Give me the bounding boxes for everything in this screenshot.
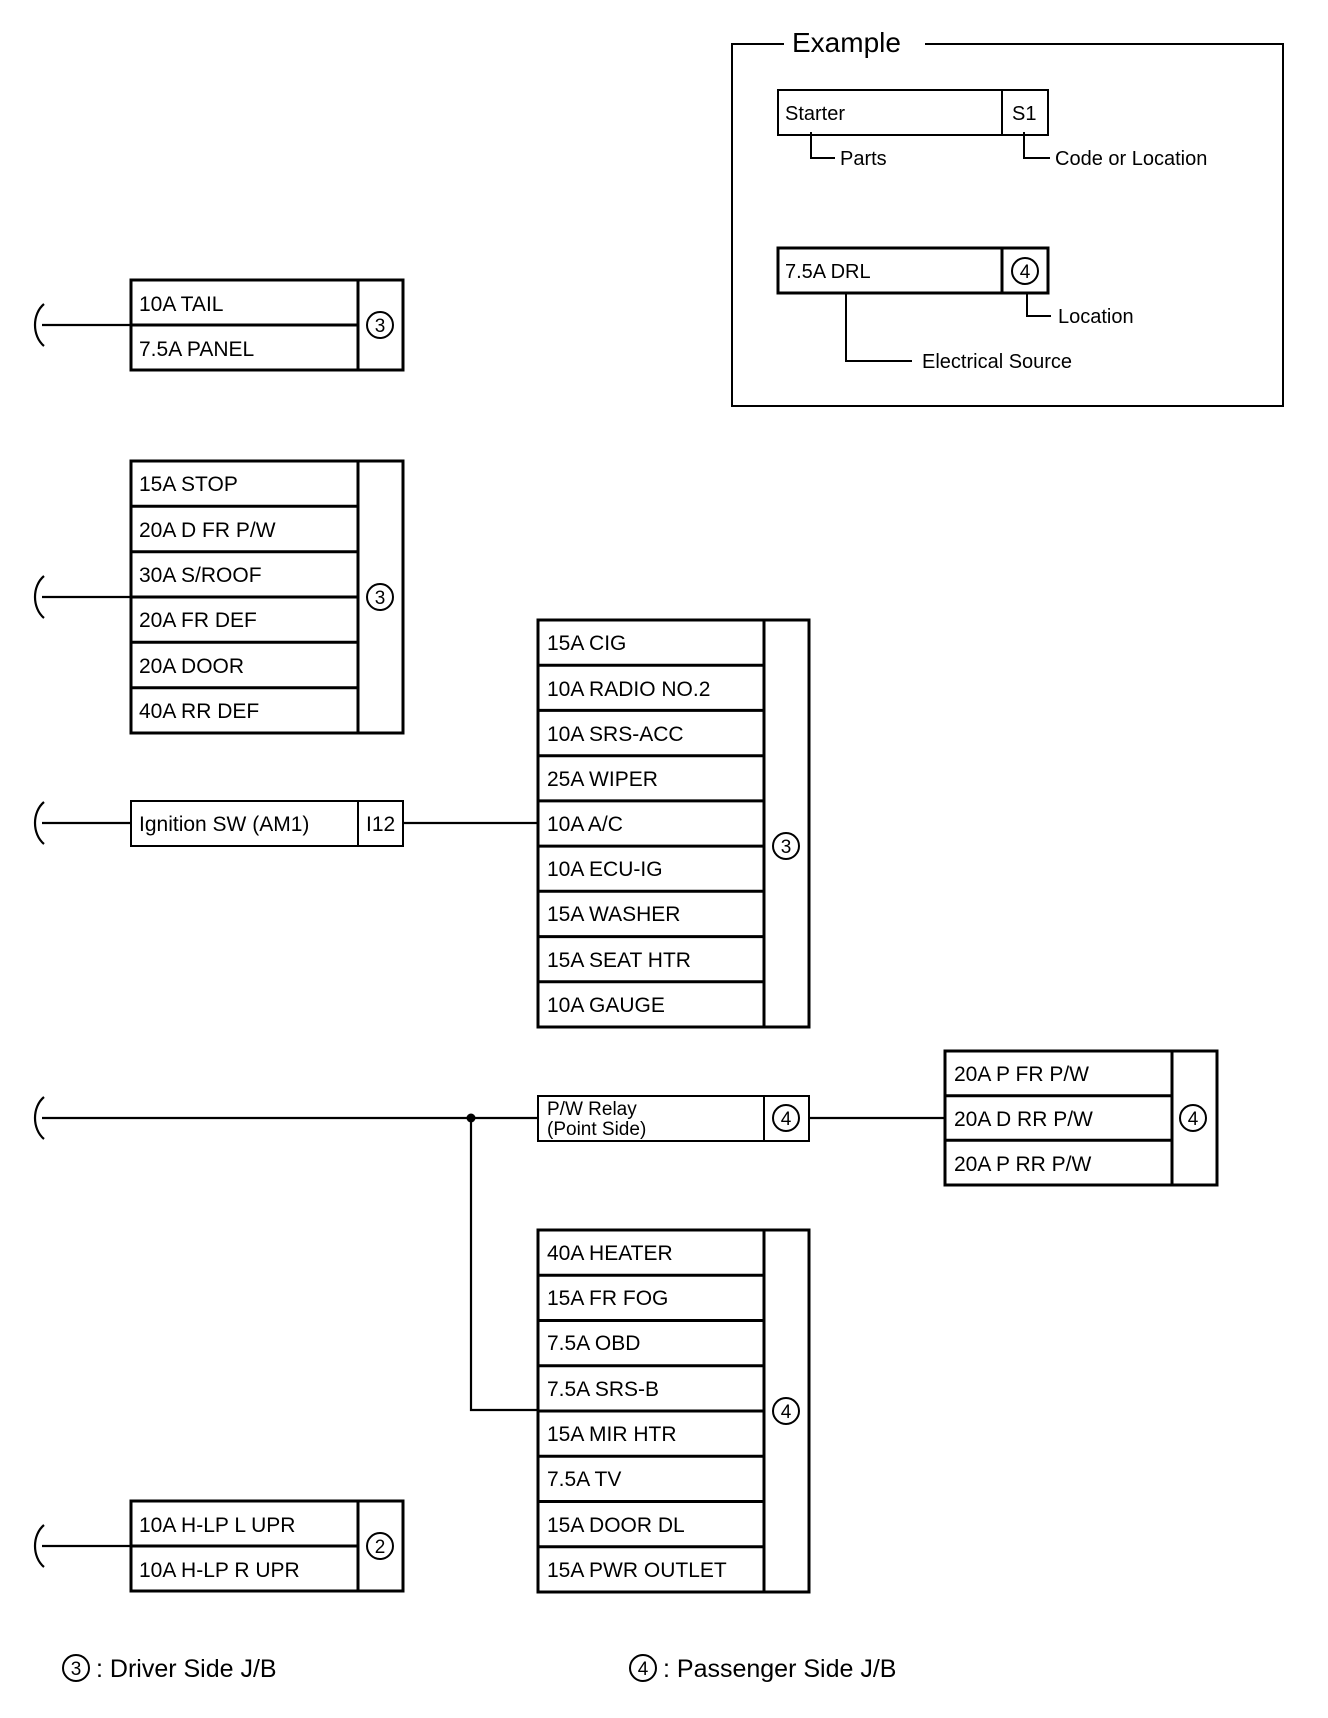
fuse-row: 10A ECU-IG bbox=[547, 858, 663, 881]
wires bbox=[42, 323, 945, 1548]
fuse-block-cig-group: 15A CIG 10A RADIO NO.2 10A SRS-ACC 25A W… bbox=[536, 618, 811, 1029]
fuse-row: 20A D FR P/W bbox=[139, 519, 276, 542]
fuse-row: 15A STOP bbox=[139, 473, 238, 496]
fuse-row: 7.5A OBD bbox=[547, 1332, 640, 1355]
example-part-code: S1 bbox=[1012, 103, 1036, 125]
example-box: Example Starter S1 Parts Code or Locatio… bbox=[731, 27, 1284, 407]
source-mark bbox=[33, 1524, 45, 1568]
location-number: 3 bbox=[375, 316, 386, 337]
example-part-label: Starter bbox=[785, 103, 845, 125]
fuse-row: 40A RR DEF bbox=[139, 700, 259, 723]
pw-relay-line2: (Point Side) bbox=[547, 1119, 646, 1140]
fuse-row: 10A TAIL bbox=[139, 293, 223, 316]
location-circle bbox=[366, 311, 394, 339]
fuse-row: 7.5A PANEL bbox=[139, 338, 254, 361]
fuse-row: 7.5A TV bbox=[547, 1468, 621, 1491]
legend-text-passenger: : Passenger Side J/B bbox=[663, 1655, 896, 1683]
source-mark bbox=[33, 1096, 45, 1140]
source-mark bbox=[33, 801, 45, 845]
location-number: 4 bbox=[781, 1402, 792, 1423]
fuse-block-heater-group: 40A HEATER 15A FR FOG 7.5A OBD 7.5A SRS-… bbox=[536, 1228, 811, 1594]
location-circle bbox=[772, 832, 800, 860]
example-location-circle bbox=[1011, 257, 1039, 285]
junction-dot bbox=[466, 1113, 476, 1123]
pw-relay-line1: P/W Relay bbox=[547, 1099, 637, 1120]
fuse-block-hlp-group: 10A H-LP L UPR 10A H-LP R UPR 2 bbox=[129, 1499, 405, 1593]
ignition-code: I12 bbox=[366, 813, 395, 836]
location-number: 3 bbox=[781, 837, 792, 858]
legend-symbol: 4 bbox=[638, 1659, 649, 1680]
fuse-row: 40A HEATER bbox=[547, 1242, 673, 1265]
fuse-row: 20A DOOR bbox=[139, 655, 244, 678]
location-number: 2 bbox=[375, 1537, 386, 1558]
fuse-row: 10A GAUGE bbox=[547, 994, 665, 1017]
legend-symbol: 3 bbox=[71, 1659, 82, 1680]
fuse-row: 15A SEAT HTR bbox=[547, 949, 691, 972]
example-code-caption: Code or Location bbox=[1055, 148, 1207, 170]
legend-circle bbox=[629, 1654, 657, 1682]
fuse-row: 30A S/ROOF bbox=[139, 564, 262, 587]
fuse-row: 15A PWR OUTLET bbox=[547, 1559, 727, 1582]
fuse-block-tail-panel: 10A TAIL 7.5A PANEL 3 bbox=[129, 278, 405, 372]
junction-block-legend: 3 : Driver Side J/B 4 : Passenger Side J… bbox=[62, 1654, 896, 1683]
location-number: 3 bbox=[375, 588, 386, 609]
source-mark bbox=[33, 575, 45, 619]
example-location-caption: Location bbox=[1058, 306, 1134, 328]
location-circle bbox=[366, 583, 394, 611]
legend-circle bbox=[62, 1654, 90, 1682]
example-source-caption: Electrical Source bbox=[922, 351, 1072, 373]
fuse-block-stop-group: 15A STOP 20A D FR P/W 30A S/ROOF 20A FR … bbox=[129, 459, 405, 735]
fuse-row: 15A CIG bbox=[547, 632, 626, 655]
ignition-switch-block: Ignition SW (AM1) I12 bbox=[130, 800, 404, 847]
example-title: Example bbox=[792, 27, 901, 58]
fuse-block-pw-group: 20A P FR P/W 20A D RR P/W 20A P RR P/W 4 bbox=[943, 1049, 1219, 1187]
fuse-row: 15A FR FOG bbox=[547, 1287, 668, 1310]
fuse-row: 10A SRS-ACC bbox=[547, 723, 684, 746]
ignition-label: Ignition SW (AM1) bbox=[139, 813, 309, 836]
location-circle bbox=[772, 1397, 800, 1425]
location-number: 4 bbox=[1188, 1109, 1199, 1130]
fuse-row: 7.5A SRS-B bbox=[547, 1378, 659, 1401]
fuse-row: 15A DOOR DL bbox=[547, 1514, 685, 1537]
fuse-row: 10A A/C bbox=[547, 813, 623, 836]
fuse-row: 20A P RR P/W bbox=[954, 1153, 1092, 1176]
fuse-row: 15A WASHER bbox=[547, 903, 680, 926]
pw-relay-block: P/W Relay (Point Side) 4 bbox=[537, 1095, 810, 1142]
source-tildes bbox=[33, 303, 45, 1568]
fuse-row: 20A P FR P/W bbox=[954, 1063, 1089, 1086]
fuse-row: 15A MIR HTR bbox=[547, 1423, 677, 1446]
fuse-row: 10A H-LP L UPR bbox=[139, 1514, 295, 1537]
fuse-row: 25A WIPER bbox=[547, 768, 658, 791]
example-location-number: 4 bbox=[1020, 262, 1031, 283]
fuse-row: 10A H-LP R UPR bbox=[139, 1559, 300, 1582]
location-number: 4 bbox=[781, 1109, 792, 1130]
fuse-row: 10A RADIO NO.2 bbox=[547, 678, 710, 701]
fuse-row: 20A D RR P/W bbox=[954, 1108, 1093, 1131]
example-parts-caption: Parts bbox=[840, 148, 887, 170]
source-mark bbox=[33, 303, 45, 347]
location-circle bbox=[366, 1532, 394, 1560]
location-circle bbox=[772, 1104, 800, 1132]
fuse-row: 20A FR DEF bbox=[139, 609, 257, 632]
legend-text-driver: : Driver Side J/B bbox=[96, 1655, 277, 1683]
example-source-label: 7.5A DRL bbox=[785, 261, 871, 283]
location-circle bbox=[1179, 1104, 1207, 1132]
